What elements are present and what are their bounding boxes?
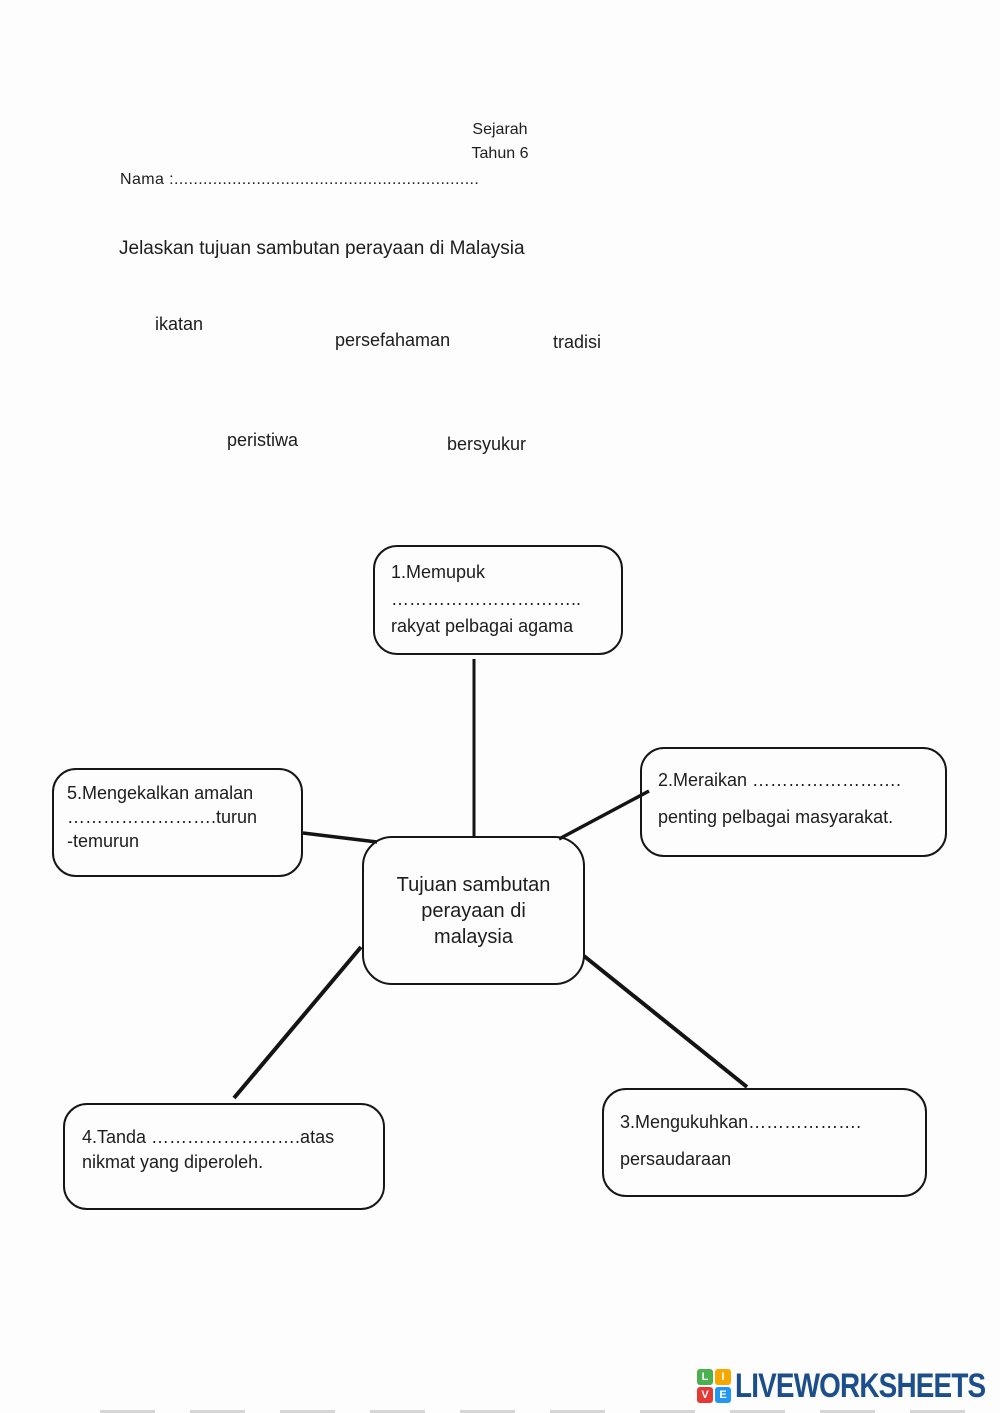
name-field-line[interactable]: Nama :..................................… bbox=[120, 171, 480, 188]
node-3-text: persaudaraan bbox=[620, 1149, 732, 1169]
node-box-4-tanda: 4.Tanda …………………….atas nikmat yang dipero… bbox=[63, 1103, 385, 1210]
node-5-text: 5.Mengekalkan amalan bbox=[67, 783, 254, 803]
node-1-text: rakyat pelbagai agama bbox=[391, 616, 574, 636]
center-node-text: malaysia bbox=[434, 925, 513, 948]
connector-line-node4 bbox=[232, 945, 363, 1100]
node-2-answer-blank[interactable]: 2.Meraikan ……………………. bbox=[658, 770, 902, 790]
grade-title: Tahun 6 bbox=[471, 145, 529, 162]
liveworksheets-grid-icon: L I V E bbox=[697, 1369, 731, 1403]
instruction-text: Jelaskan tujuan sambutan perayaan di Mal… bbox=[119, 238, 525, 259]
center-node-text: perayaan di bbox=[421, 899, 526, 922]
word-bank-item-ikatan: ikatan bbox=[155, 314, 204, 334]
liveworksheets-logo[interactable]: L I V E LIVEWORKSHEETS bbox=[697, 1368, 1000, 1404]
logo-square-e: E bbox=[715, 1387, 731, 1403]
worksheet-header: Sejarah Tahun 6 bbox=[0, 118, 1000, 166]
word-bank-item-persefahaman: persefahaman bbox=[335, 330, 451, 350]
node-4-text: nikmat yang diperoleh. bbox=[82, 1152, 264, 1172]
word-bank-item-peristiwa: peristiwa bbox=[227, 430, 299, 450]
node-2-text: penting pelbagai masyarakat. bbox=[658, 807, 894, 827]
logo-square-l: L bbox=[697, 1369, 713, 1385]
center-node-tujuan-sambutan: Tujuan sambutan perayaan di malaysia bbox=[362, 836, 585, 985]
logo-square-i: I bbox=[715, 1369, 731, 1385]
node-3-answer-blank[interactable]: 3.Mengukuhkan………………. bbox=[620, 1112, 862, 1132]
word-bank-item-tradisi: tradisi bbox=[553, 332, 602, 352]
center-node-text: Tujuan sambutan bbox=[396, 873, 551, 896]
node-box-1-memupuk: 1.Memupuk ………………………….. rakyat pelbagai a… bbox=[373, 545, 623, 655]
subject-title: Sejarah bbox=[472, 121, 528, 138]
word-bank-item-bersyukur: bersyukur bbox=[447, 434, 527, 454]
connector-line-node5 bbox=[302, 831, 378, 844]
connector-line-node2 bbox=[558, 789, 650, 841]
node-5-text: -temurun bbox=[67, 831, 140, 851]
node-1-text: 1.Memupuk bbox=[391, 562, 486, 582]
node-box-5-mengekalkan: 5.Mengekalkan amalan …………………….turun -tem… bbox=[52, 768, 303, 877]
node-box-3-mengukuhkan: 3.Mengukuhkan………………. persaudaraan bbox=[602, 1088, 927, 1197]
node-5-answer-blank[interactable]: …………………….turun bbox=[67, 807, 258, 827]
cutoff-text-artifact bbox=[100, 1410, 1000, 1413]
node-1-answer-blank[interactable]: ………………………….. bbox=[391, 589, 582, 609]
connector-line-node3 bbox=[582, 954, 749, 1089]
node-4-answer-blank[interactable]: 4.Tanda …………………….atas bbox=[82, 1127, 335, 1147]
node-box-2-meraikan: 2.Meraikan ……………………. penting pelbagai ma… bbox=[640, 747, 947, 857]
logo-square-v: V bbox=[697, 1387, 713, 1403]
liveworksheets-wordmark: LIVEWORKSHEETS bbox=[735, 1367, 986, 1405]
